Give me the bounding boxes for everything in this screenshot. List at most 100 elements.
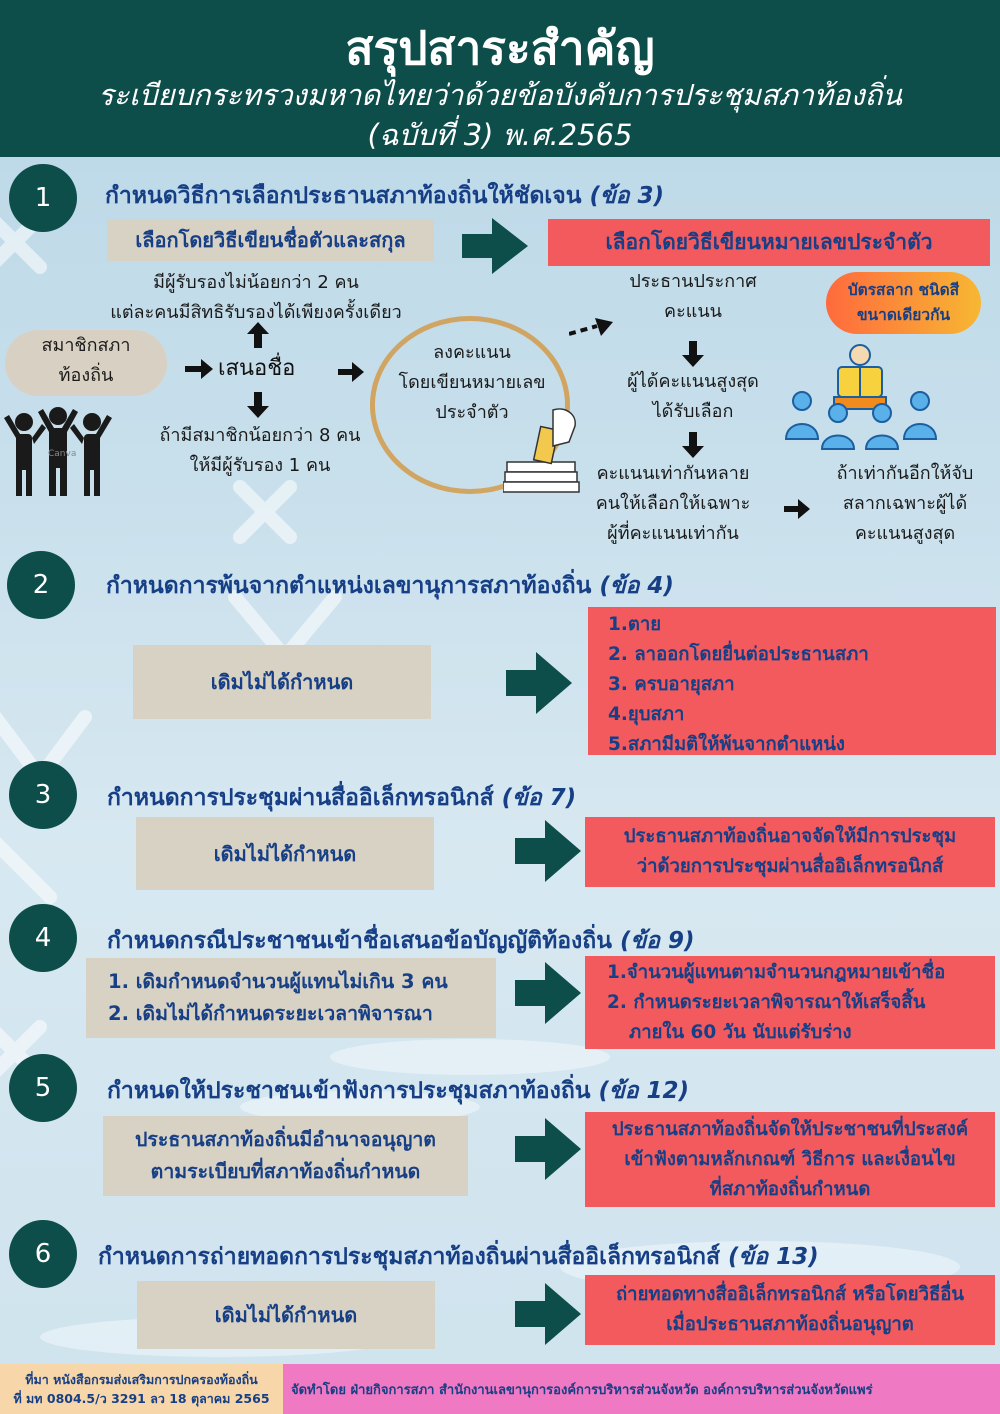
- s1-down-arrow-3: [682, 432, 704, 458]
- header-banner: สรุปสาระสำคัญ ระเบียบกระทรวงมหาดไทยว่าด้…: [0, 0, 1000, 157]
- page-subtitle-edition: (ฉบับที่ 3) พ.ศ.2565: [367, 118, 633, 152]
- canva-watermark: Canva: [48, 449, 76, 459]
- s3-new-line-1: ประธานสภาท้องถิ่นอาจจัดให้มีการประชุม: [623, 826, 957, 847]
- section-3-ref: (ข้อ 7): [501, 785, 577, 811]
- section-5-ref: (ข้อ 12): [598, 1078, 690, 1104]
- s1-winner-text: ผู้ได้คะแนนสูงสุด ได้รับเลือก: [598, 367, 788, 427]
- s2-new-item-5: 5.สภามีมติให้พ้นจากตำแหน่ง: [608, 734, 845, 755]
- s4-old-line-1: 1. เดิมกำหนดจำนวนผู้แทนไม่เกิน 3 คน: [108, 970, 448, 993]
- s1-arrow-to-nominate: [185, 359, 213, 379]
- section-1-ref: (ข้อ 3): [589, 183, 665, 209]
- footer-source-line2: ที่ มท 0804.5/ว 3291 ลว 18 ตุลาคม 2565: [13, 1391, 270, 1406]
- page-subtitle: ระเบียบกระทรวงมหาดไทยว่าด้วยข้อบังคับการ…: [97, 78, 902, 112]
- s1-member-line2: ท้องถิ่น: [58, 365, 114, 386]
- s1-vote-ring: [370, 316, 570, 494]
- s5-old-box: ประธานสภาท้องถิ่นมีอำนาจอนุญาต ตามระเบีย…: [103, 1116, 468, 1196]
- s2-new-box: 1.ตาย 2. ลาออกโดยยื่นต่อประธานสภา 3. ครบ…: [588, 607, 996, 755]
- s5-old-line-1: ประธานสภาท้องถิ่นมีอำนาจอนุญาต: [135, 1128, 436, 1151]
- s3-new-box: ประธานสภาท้องถิ่นอาจจัดให้มีการประชุม ว่…: [585, 817, 995, 887]
- section-1-title-text: กำหนดวิธีการเลือกประธานสภาท้องถิ่นให้ชัด…: [105, 183, 582, 209]
- s1-old-to-new-arrow: [462, 218, 528, 274]
- s4-arrow: [515, 962, 581, 1024]
- s4-old-line-2: 2. เดิมไม่ได้กำหนดระยะเวลาพิจารณา: [108, 1002, 433, 1025]
- s1-tie-line3: ผู้ที่คะแนนเท่ากัน: [607, 523, 739, 544]
- section-4-title-text: กำหนดกรณีประชาชนเข้าชื่อเสนอข้อบัญญัติท้…: [107, 928, 612, 954]
- s1-vote-line3: ประจำตัว: [435, 402, 509, 423]
- s2-new-item-4: 4.ยุบสภา: [608, 704, 685, 725]
- s1-lottery-line1: บัตรสลาก ชนิดสี: [847, 281, 960, 299]
- s5-new-box: ประธานสภาท้องถิ่นจัดให้ประชาชนที่ประสงค์…: [585, 1112, 995, 1207]
- section-3-title: กำหนดการประชุมผ่านสื่ออิเล็กทรอนิกส์ (ข้…: [107, 780, 576, 816]
- s1-endorse-bottom-text: ถ้ามีสมาชิกน้อยกว่า 8 คน ให้มีผู้รับรอง …: [120, 421, 400, 481]
- footer-source: ที่มา หนังสือกรมส่งเสริมการปกครองท้องถิ่…: [0, 1364, 283, 1414]
- footer-credit-text: จัดทำโดย ฝ่ายกิจการสภา สำนักงานเลขานุการ…: [291, 1382, 873, 1398]
- s1-member-text: สมาชิกสภา ท้องถิ่น: [5, 331, 167, 391]
- s1-up-arrow: [247, 322, 269, 348]
- s1-tie-again-text: ถ้าเท่ากันอีกให้จับ สลากเฉพาะผู้ได้ คะแน…: [810, 459, 1000, 549]
- s3-new-line-2: ว่าด้วยการประชุมผ่านสื่ออิเล็กทรอนิกส์: [636, 856, 944, 877]
- s4-new-line-1: 1.จำนวนผู้แทนตามจำนวนกฎหมายเข้าชื่อ: [607, 962, 946, 983]
- s4-new-box: 1.จำนวนผู้แทนตามจำนวนกฎหมายเข้าชื่อ 2. ก…: [585, 956, 995, 1049]
- s1-tie-line2: คนให้เลือกให้เฉพาะ: [595, 493, 751, 514]
- s1-tie-again-line1: ถ้าเท่ากันอีกให้จับ: [836, 463, 974, 484]
- s1-member-line1: สมาชิกสภา: [41, 335, 131, 356]
- s2-new-item-3: 3. ครบอายุสภา: [608, 674, 735, 695]
- s1-dashed-arrow: [569, 316, 613, 338]
- section-6-ref: (ข้อ 13): [728, 1244, 819, 1270]
- s3-arrow: [515, 820, 581, 882]
- footer-source-line1: ที่มา หนังสือกรมส่งเสริมการปกครองท้องถิ่…: [25, 1372, 258, 1387]
- s6-new-box: ถ่ายทอดทางสื่ออิเล็กทรอนิกส์ หรือโดยวิธี…: [585, 1275, 995, 1345]
- s2-new-item-2: 2. ลาออกโดยยื่นต่อประธานสภา: [608, 644, 869, 665]
- s4-new-line-3: ภายใน 60 วัน นับแต่รับร่าง: [629, 1022, 852, 1043]
- footer-credit: จัดทำโดย ฝ่ายกิจการสภา สำนักงานเลขานุการ…: [283, 1364, 1000, 1414]
- section-1-number: 1: [9, 164, 77, 232]
- s1-nominate-label: เสนอชื่อ: [218, 356, 296, 381]
- s1-lottery-badge: [826, 272, 981, 334]
- meeting-people-icon: [782, 343, 942, 455]
- section-4-ref: (ข้อ 9): [619, 928, 695, 954]
- s1-announce-text: ประธานประกาศ คะแนน: [598, 267, 788, 327]
- section-2-number: 2: [7, 551, 75, 619]
- s3-old-box: เดิมไม่ได้กำหนด: [136, 817, 434, 890]
- s1-old-method-box: เลือกโดยวิธีเขียนชื่อตัวและสกุล: [107, 219, 434, 261]
- s6-arrow: [515, 1283, 581, 1345]
- s2-old-box: เดิมไม่ได้กำหนด: [133, 645, 431, 719]
- section-2-title: กำหนดการพ้นจากตำแหน่งเลขานุการสภาท้องถิ่…: [106, 568, 674, 604]
- s1-vote-line2: โดยเขียนหมายเลข: [398, 372, 546, 393]
- s5-new-line-2: เข้าฟังตามหลักเกณฑ์ วิธีการ และเงื่อนไข: [624, 1148, 956, 1170]
- section-5-title: กำหนดให้ประชาชนเข้าฟังการประชุมสภาท้องถิ…: [107, 1073, 689, 1109]
- s1-lottery-line2: ขนาดเดียวกัน: [856, 306, 951, 324]
- s4-new-line-2: 2. กำหนดระยะเวลาพิจารณาให้เสร็จสิ้น: [607, 992, 926, 1013]
- s1-vote-line1: ลงคะแนน: [433, 342, 511, 363]
- s1-down-arrow: [247, 392, 269, 418]
- s1-endorse-bottom-line1: ถ้ามีสมาชิกน้อยกว่า 8 คน: [159, 425, 361, 446]
- s5-arrow: [515, 1118, 581, 1180]
- ballot-box-icon: [502, 402, 583, 502]
- s1-new-method-box: เลือกโดยวิธีเขียนหมายเลขประจำตัว: [548, 219, 990, 266]
- s5-old-line-2: ตามระเบียบที่สภาท้องถิ่นกำหนด: [150, 1160, 421, 1183]
- s2-arrow: [506, 652, 572, 714]
- s1-arrow-to-vote: [338, 362, 364, 382]
- s5-new-line-1: ประธานสภาท้องถิ่นจัดให้ประชาชนที่ประสงค์: [611, 1118, 969, 1140]
- s1-winner-line1: ผู้ได้คะแนนสูงสุด: [627, 371, 759, 392]
- s6-new-line-2: เมื่อประธานสภาท้องถิ่นอนุญาต: [666, 1314, 914, 1335]
- s1-endorse-top-text: มีผู้รับรองไม่น้อยกว่า 2 คน แต่ละคนมีสิท…: [86, 268, 426, 328]
- section-3-title-text: กำหนดการประชุมผ่านสื่ออิเล็กทรอนิกส์: [107, 785, 494, 811]
- s1-arrow-to-tie-again: [784, 499, 810, 519]
- s1-tie-text: คะแนนเท่ากันหลาย คนให้เลือกให้เฉพาะ ผู้ท…: [578, 459, 768, 549]
- s1-endorse-top-line2: แต่ละคนมีสิทธิรับรองได้เพียงครั้งเดียว: [110, 302, 402, 323]
- s2-new-item-1: 1.ตาย: [608, 614, 662, 635]
- page-title: สรุปสาระสำคัญ: [345, 21, 655, 75]
- s1-announce-line1: ประธานประกาศ: [629, 271, 757, 292]
- s6-new-line-1: ถ่ายทอดทางสื่ออิเล็กทรอนิกส์ หรือโดยวิธี…: [615, 1284, 965, 1305]
- s4-old-box: 1. เดิมกำหนดจำนวนผู้แทนไม่เกิน 3 คน 2. เ…: [86, 958, 496, 1038]
- section-6-title: กำหนดการถ่ายทอดการประชุมสภาท้องถิ่นผ่านส…: [98, 1239, 819, 1275]
- s6-old-box: เดิมไม่ได้กำหนด: [137, 1281, 435, 1349]
- s1-tie-again-line2: สลากเฉพาะผู้ได้: [842, 493, 968, 514]
- s1-endorse-bottom-line2: ให้มีผู้รับรอง 1 คน: [189, 455, 331, 476]
- section-5-number: 5: [9, 1054, 77, 1122]
- section-4-number: 4: [9, 904, 77, 972]
- section-6-title-text: กำหนดการถ่ายทอดการประชุมสภาท้องถิ่นผ่านส…: [98, 1244, 720, 1270]
- s1-member-badge: [5, 330, 167, 396]
- section-4-title: กำหนดกรณีประชาชนเข้าชื่อเสนอข้อบัญญัติท้…: [107, 923, 695, 959]
